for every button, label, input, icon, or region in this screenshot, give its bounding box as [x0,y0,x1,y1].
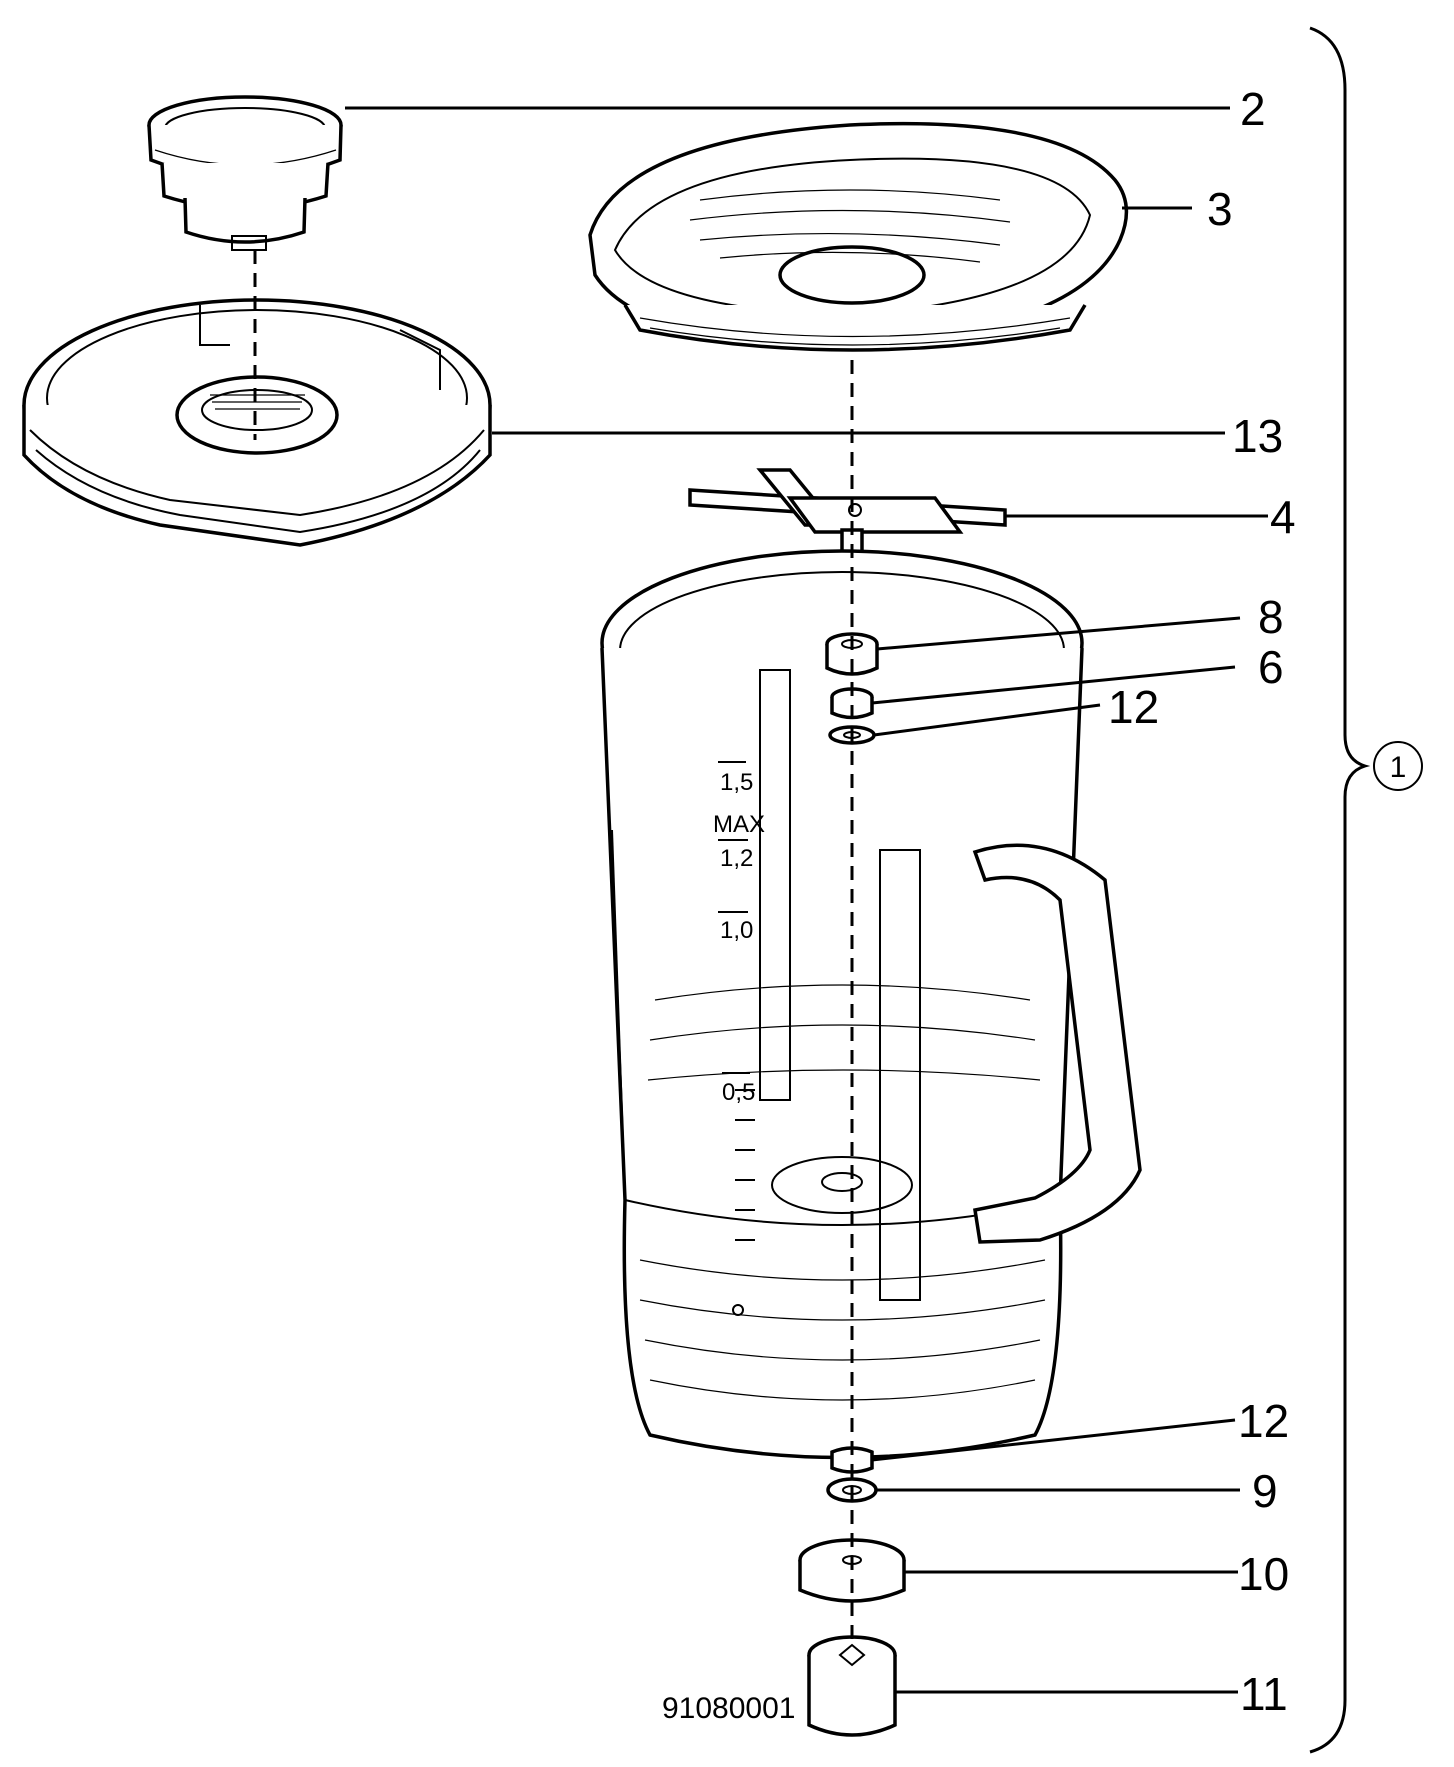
scale-mark-max: MAX [713,811,765,838]
part-3-funnel-lid [588,121,1129,352]
assembly-number-circle [1373,741,1423,791]
scale-mark-0-5: 0,5 [722,1079,755,1106]
part-2-cap [147,95,343,251]
callout-10: 10 [1238,1548,1289,1600]
callout-11: 11 [1240,1668,1288,1720]
callout-8: 8 [1258,591,1284,643]
leader-lines [345,106,1268,1694]
jug-scale: 1,5 MAX 1,2 1,0 0,5 [713,761,765,1106]
callout-13: 13 [1232,410,1283,462]
drawing-number: 91080001 [662,1692,795,1725]
callout-2: 2 [1240,83,1266,135]
assembly-number: 1 [1390,751,1407,784]
callout-4: 4 [1270,491,1296,543]
callout-3: 3 [1207,183,1233,235]
scale-mark-1-0: 1,0 [720,917,753,944]
callout-9: 9 [1252,1465,1278,1517]
scale-mark-1-2: 1,2 [720,845,753,872]
callout-12-top: 12 [1108,681,1159,733]
callout-6: 6 [1258,641,1284,693]
assembly-bracket [1309,26,1371,1754]
part-12-washer-bottom [830,1446,874,1474]
scale-mark-1-5: 1,5 [720,769,753,796]
part-11-coupling [807,1635,897,1737]
part-13-lid-ring [22,298,492,547]
callout-12-bottom: 12 [1238,1395,1289,1447]
jug-body [600,549,1142,1460]
